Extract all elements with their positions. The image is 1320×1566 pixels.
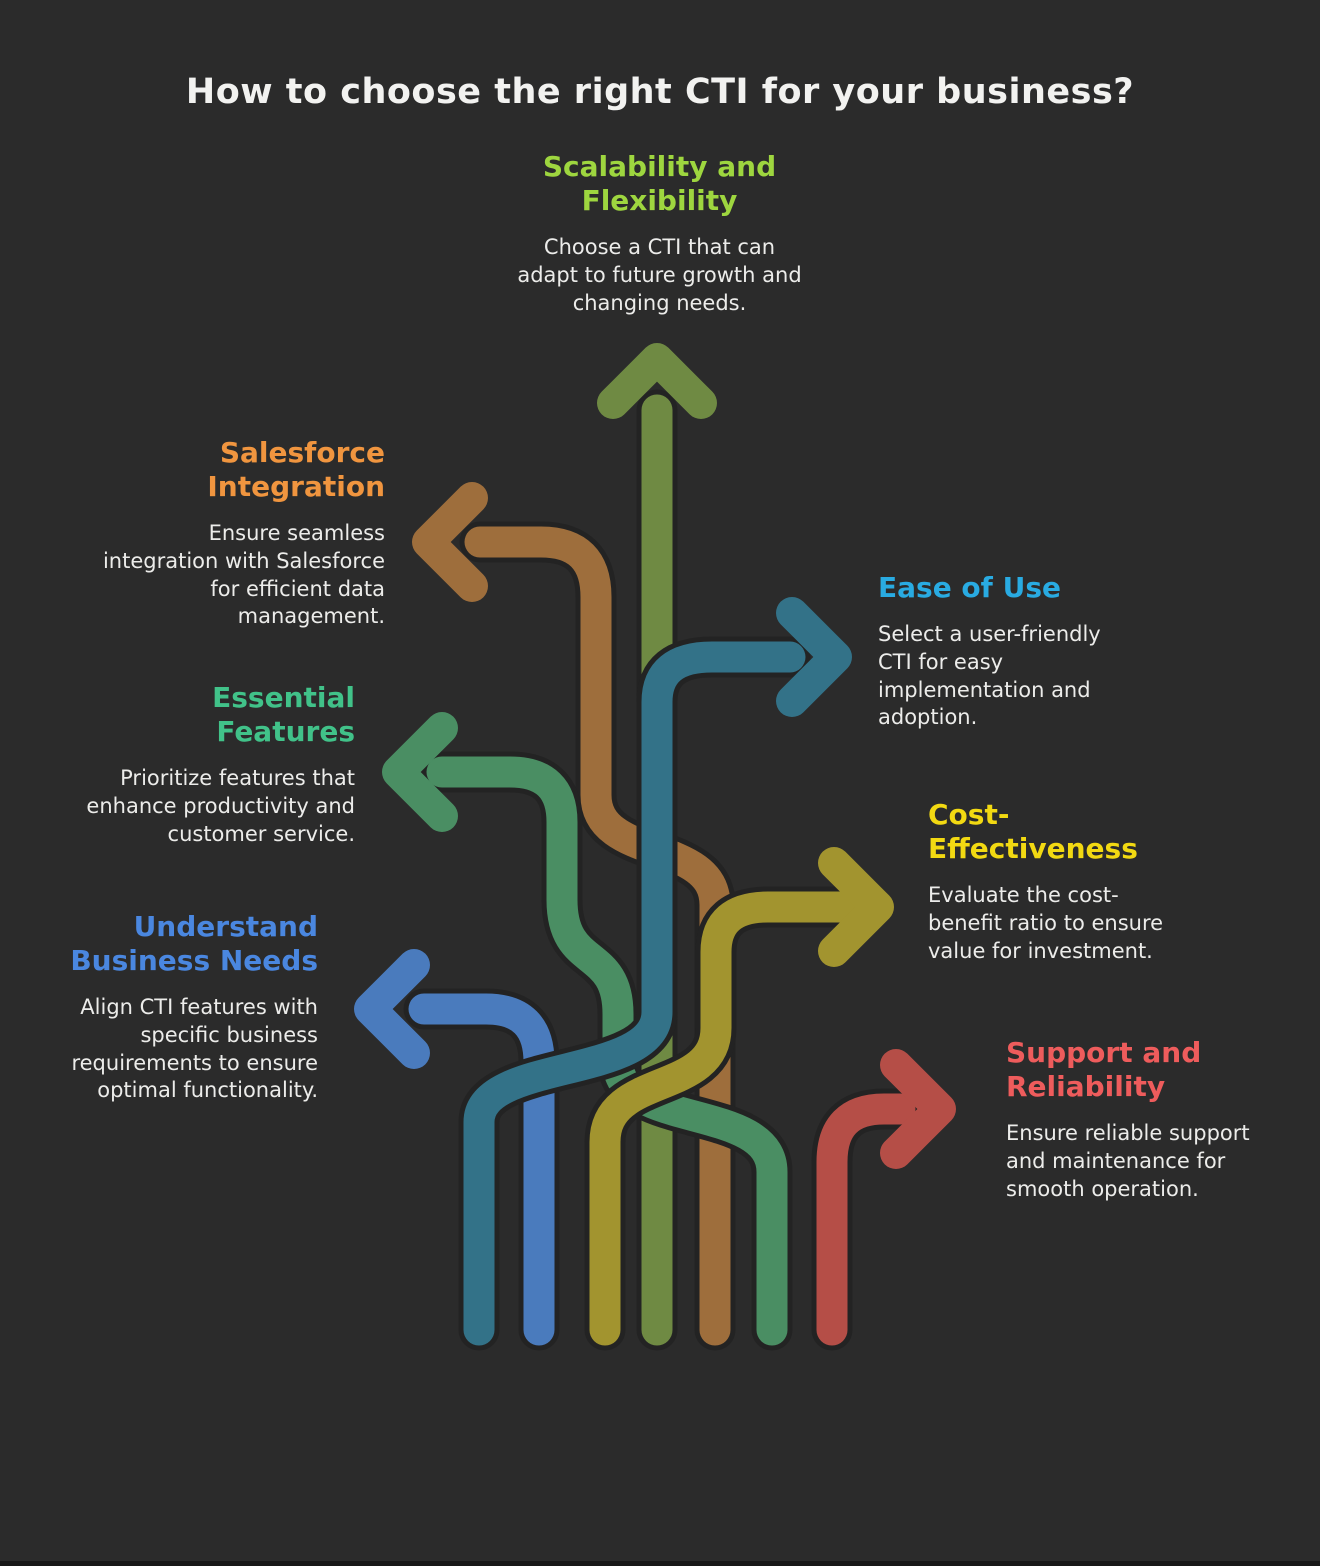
section-essential-features: Essential Features Prioritize features t… xyxy=(75,681,355,848)
section-understand-business-needs: Understand Business Needs Align CTI feat… xyxy=(58,910,318,1105)
section-essential-features-heading: Essential Features xyxy=(212,681,355,749)
section-understand-business-needs-body: Align CTI features with specific busines… xyxy=(71,995,318,1103)
line-ease xyxy=(463,641,806,1346)
section-support-reliability-heading: Support and Reliability xyxy=(1006,1036,1202,1104)
section-ease-of-use: Ease of Use Select a user-friendly CTI f… xyxy=(878,571,1118,732)
page-title: How to choose the right CTI for your bus… xyxy=(185,72,1135,112)
arrowhead-essential-left-icon xyxy=(382,712,458,832)
section-essential-features-body: Prioritize features that enhance product… xyxy=(86,766,355,846)
section-support-reliability: Support and Reliability Ensure reliable … xyxy=(1006,1036,1264,1203)
section-cost-effectiveness: Cost-Effectiveness Evaluate the cost-ben… xyxy=(928,798,1168,965)
section-salesforce-heading: Salesforce Integration xyxy=(207,436,385,504)
section-cost-effectiveness-heading: Cost-Effectiveness xyxy=(928,798,1138,866)
section-salesforce-body: Ensure seamless integration with Salesfo… xyxy=(102,521,385,629)
bottom-edge-strip xyxy=(0,1561,1320,1566)
section-ease-of-use-body: Select a user-friendly CTI for easy impl… xyxy=(878,622,1101,730)
arrowhead-support-right-icon xyxy=(880,1049,956,1169)
arrowhead-understand-left-icon xyxy=(354,949,430,1069)
section-support-reliability-body: Ensure reliable support and maintenance … xyxy=(1006,1121,1250,1201)
arrowhead-ease-right-icon xyxy=(776,597,852,717)
line-cost xyxy=(589,891,856,1346)
arrowhead-scalability-up-icon xyxy=(597,343,717,419)
line-support xyxy=(816,1093,916,1346)
section-scalability: Scalability and Flexibility Choose a CTI… xyxy=(512,150,807,317)
arrowhead-cost-right-icon xyxy=(818,847,894,967)
section-scalability-heading: Scalability and Flexibility xyxy=(542,150,777,218)
section-understand-business-needs-heading: Understand Business Needs xyxy=(70,910,318,978)
section-salesforce: Salesforce Integration Ensure seamless i… xyxy=(95,436,385,631)
section-scalability-body: Choose a CTI that can adapt to future gr… xyxy=(517,235,802,315)
arrowhead-salesforce-left-icon xyxy=(412,482,488,602)
line-essential xyxy=(426,756,788,1346)
line-salesforce xyxy=(464,526,731,1346)
section-ease-of-use-heading: Ease of Use xyxy=(878,571,1061,604)
section-cost-effectiveness-body: Evaluate the cost-benefit ratio to ensur… xyxy=(928,883,1164,963)
